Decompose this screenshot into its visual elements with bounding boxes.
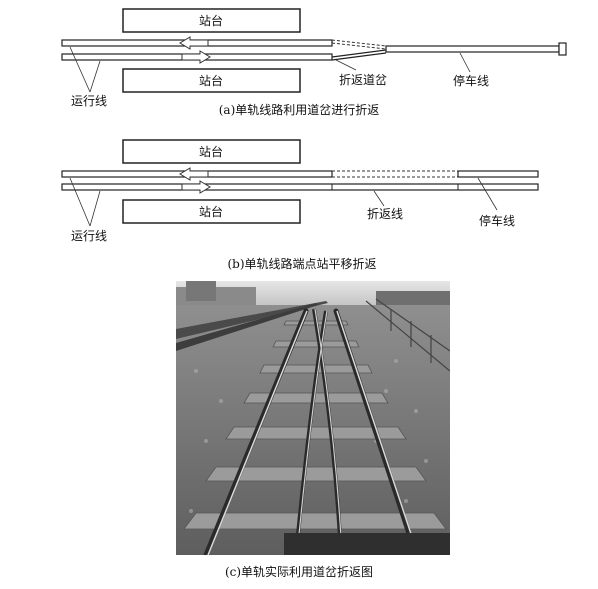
switch-dash-upper	[331, 42, 387, 50]
turnout-photo	[176, 281, 450, 555]
platform-top-a	[122, 8, 301, 33]
platform-bottom-a-label: 站台	[199, 73, 223, 88]
direction-arrows-a	[179, 36, 211, 64]
siding-track-b-upper	[457, 170, 539, 178]
turnout-photo-illustration	[176, 281, 450, 555]
siding-label-b: 停车线	[479, 213, 515, 228]
running-line-label-b: 运行线	[71, 229, 107, 243]
panel-b: 站台 站台 运行线 折返线 停车线 (b)单轨线路端点站平移折返	[61, 139, 539, 271]
siding-track-a	[385, 45, 560, 53]
turnback-line-label-b: 折返线	[367, 206, 403, 221]
platform-bottom-a	[122, 68, 301, 93]
switch-solid-lower-2	[331, 52, 387, 61]
platform-top-b	[122, 139, 301, 164]
siding-label-a: 停车线	[453, 73, 489, 88]
caption-b: (b)单轨线路端点站平移折返	[227, 256, 376, 271]
platform-top-b-label: 站台	[199, 144, 223, 159]
platform-bottom-b-label: 站台	[199, 204, 223, 219]
switch-dash-upper-2	[331, 39, 387, 47]
direction-arrows-b	[179, 167, 211, 194]
running-line-label-a: 运行线	[71, 94, 107, 108]
switch-solid-lower	[331, 49, 387, 58]
buffer-stop-a	[558, 42, 567, 56]
switch-label-a: 折返道岔	[339, 72, 387, 87]
caption-c: (c)单轨实际利用道岔折返图	[224, 565, 374, 579]
panel-a: 站台 站台 运行线 折返道岔 停车线 (a)单轨线路利用道岔进行折返	[61, 8, 567, 117]
platform-bottom-b	[122, 199, 301, 224]
platform-top-a-label: 站台	[199, 13, 223, 28]
running-track-b-lower	[61, 183, 539, 191]
caption-a: (a)单轨线路利用道岔进行折返	[219, 102, 380, 117]
